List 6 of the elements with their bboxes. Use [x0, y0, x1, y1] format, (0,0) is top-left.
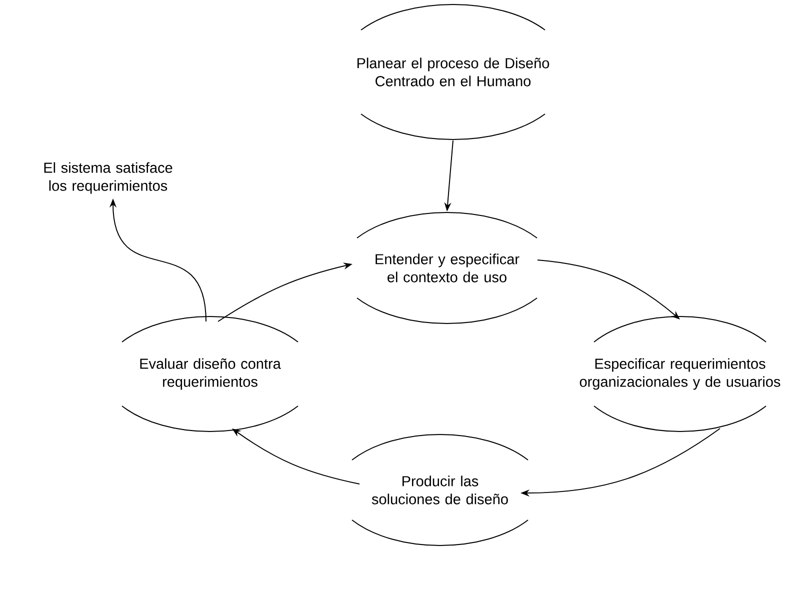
- process-node: Especificar requerimientos organizacionales y de usuarios: [580, 316, 780, 432]
- process-node: Planear el proceso de Diseño Centrado en el Humano: [357, 4, 550, 140]
- note-text: El sistema satisface los requerimientos: [44, 162, 172, 194]
- process-node: Entender y especificar el contexto de uso: [356, 212, 538, 324]
- process-node: Evaluar diseño contra requerimientos: [122, 316, 298, 432]
- process-node: Producir las soluciones de diseño: [352, 434, 528, 546]
